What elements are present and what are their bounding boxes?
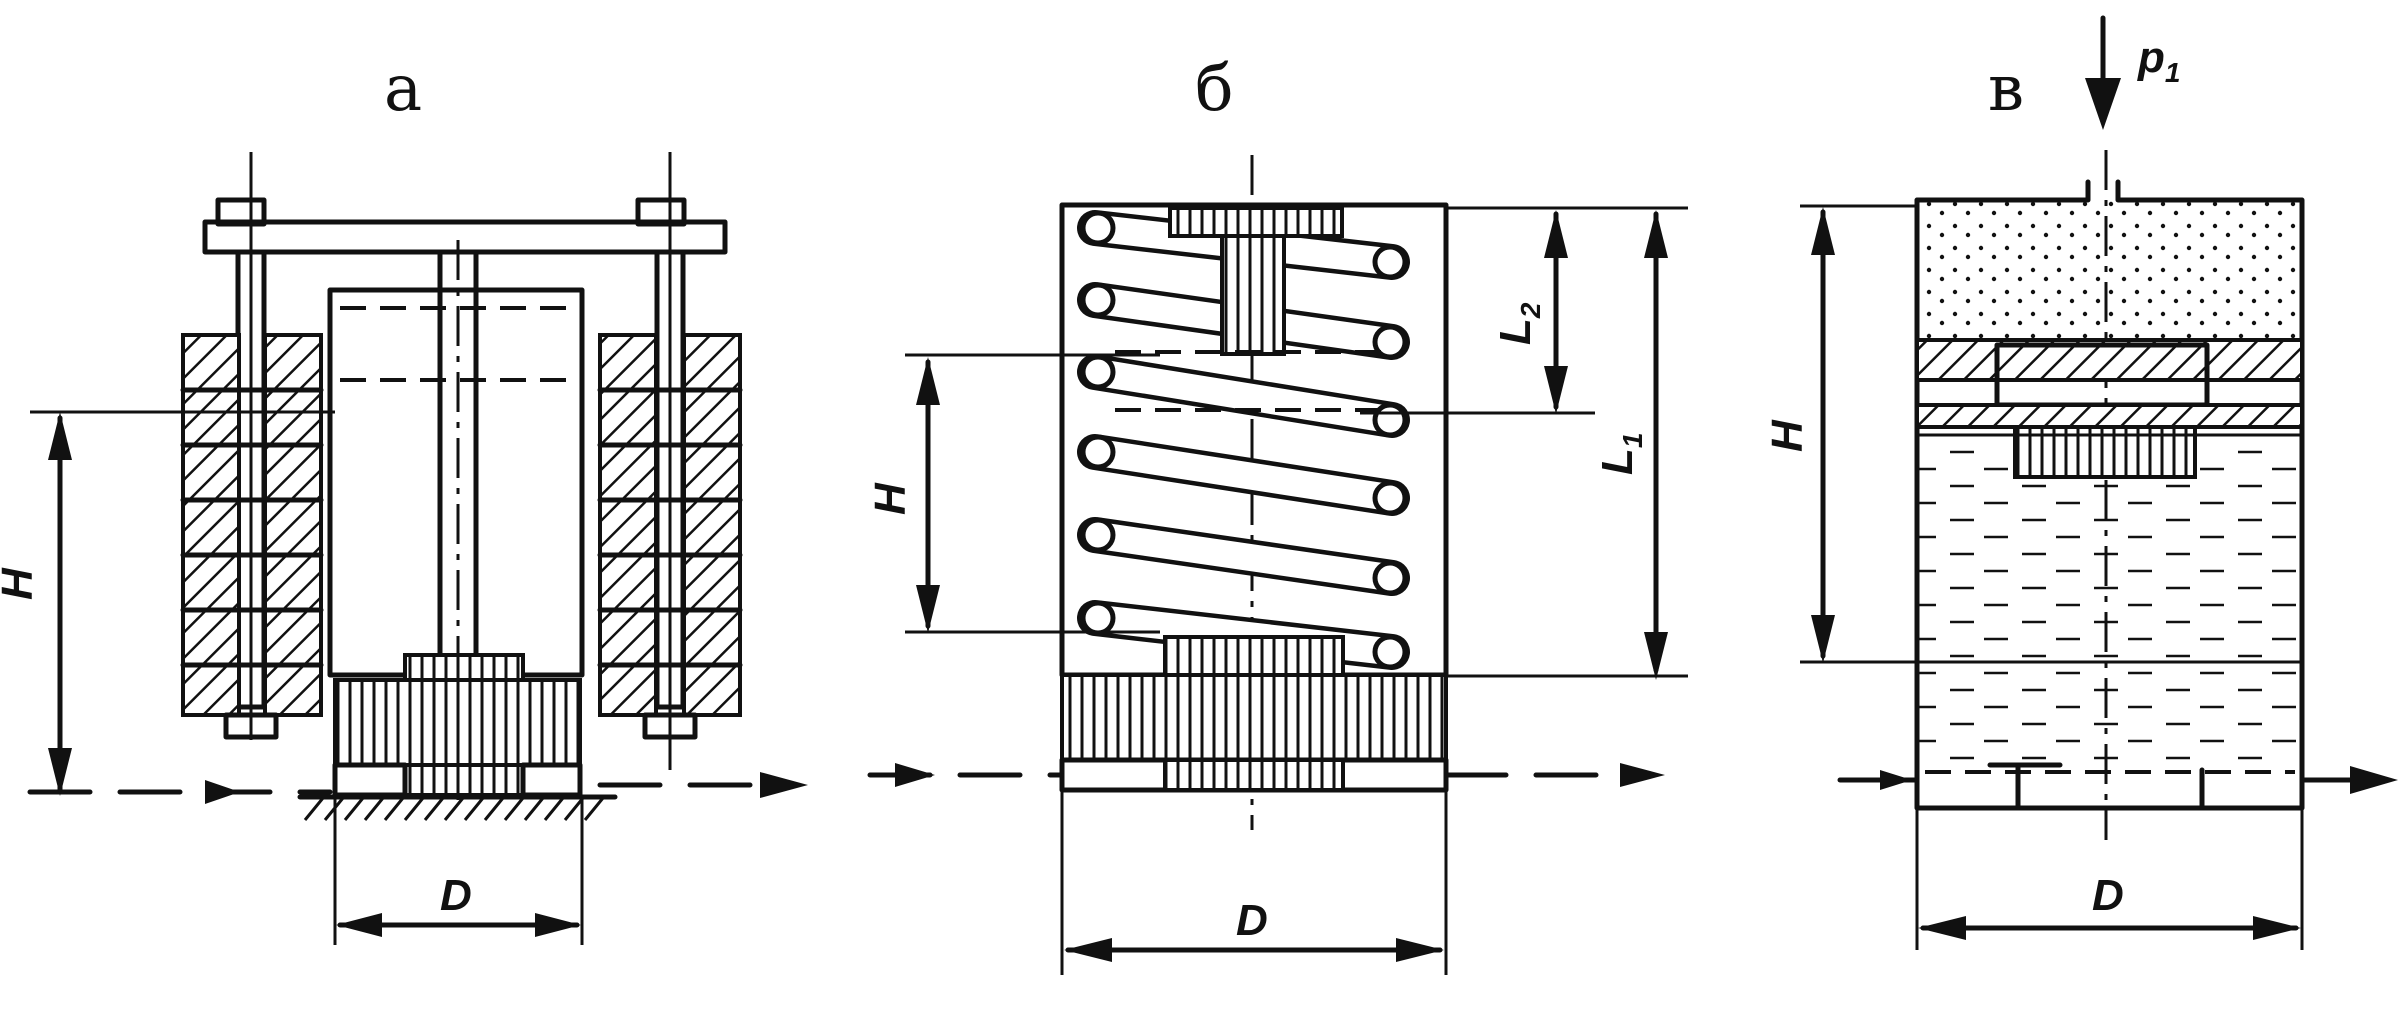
- plunger: [1220, 234, 1286, 356]
- base-plug: [403, 763, 525, 797]
- flow-arrow-in-icon: [205, 780, 240, 804]
- flow-arrow-out-icon: [760, 772, 808, 798]
- panel-c: в p1 H D: [1763, 15, 2398, 950]
- base-block: [333, 678, 582, 767]
- liquid-layer: [1917, 440, 2302, 760]
- ground-hatching: [303, 797, 605, 821]
- nut-left: [223, 712, 279, 740]
- flow-arrow-out-b-icon: [1620, 763, 1665, 787]
- panel-b-label: б: [1195, 52, 1234, 126]
- granular-layer: [1917, 200, 2302, 340]
- pressure-arrow-icon: [2085, 78, 2121, 130]
- panel-b: б: [866, 52, 1688, 975]
- piston-head: [403, 653, 525, 682]
- ring-stack-left: [180, 333, 324, 717]
- d-dim-label-c: D: [2092, 871, 2124, 920]
- nut-right: [642, 712, 698, 740]
- bolt-head-left: [215, 197, 267, 227]
- l2-dim-label: L2: [1491, 302, 1546, 345]
- panel-c-label: в: [1988, 52, 2024, 126]
- h-dim-label-b: H: [866, 482, 915, 515]
- d-dim-label-b: D: [1236, 896, 1268, 945]
- panel-a-label: а: [384, 52, 422, 126]
- d-dim-label: D: [440, 871, 472, 920]
- panel-a: а: [0, 52, 808, 945]
- bolt-head-right: [635, 197, 687, 227]
- vessel-outline: [1914, 179, 2305, 811]
- pressure-label: p1: [2137, 33, 2180, 88]
- l1-dim-label: L1: [1593, 433, 1648, 475]
- spring-seat: [1163, 635, 1345, 677]
- flow-arrow-out-c-icon: [2350, 766, 2398, 794]
- top-cap: [1168, 206, 1344, 238]
- cylinder-body: [327, 287, 585, 678]
- h-dim-label: H: [0, 567, 42, 600]
- flow-arrow-in-c-icon: [1880, 770, 1912, 790]
- piston-lower: [1915, 403, 2304, 429]
- h-dim-label-c: H: [1763, 419, 1812, 452]
- base-plug-b: [1163, 758, 1345, 792]
- base-block-b: [1060, 673, 1448, 762]
- ring-stack-right: [597, 333, 743, 717]
- plunger-travel-dashed: [1115, 350, 1395, 412]
- drain-fitting: [1987, 762, 2205, 811]
- cylinder-piston-dashed: [340, 306, 572, 382]
- piston-upper: [1915, 338, 2304, 382]
- flow-arrow-in-b-icon: [895, 763, 935, 787]
